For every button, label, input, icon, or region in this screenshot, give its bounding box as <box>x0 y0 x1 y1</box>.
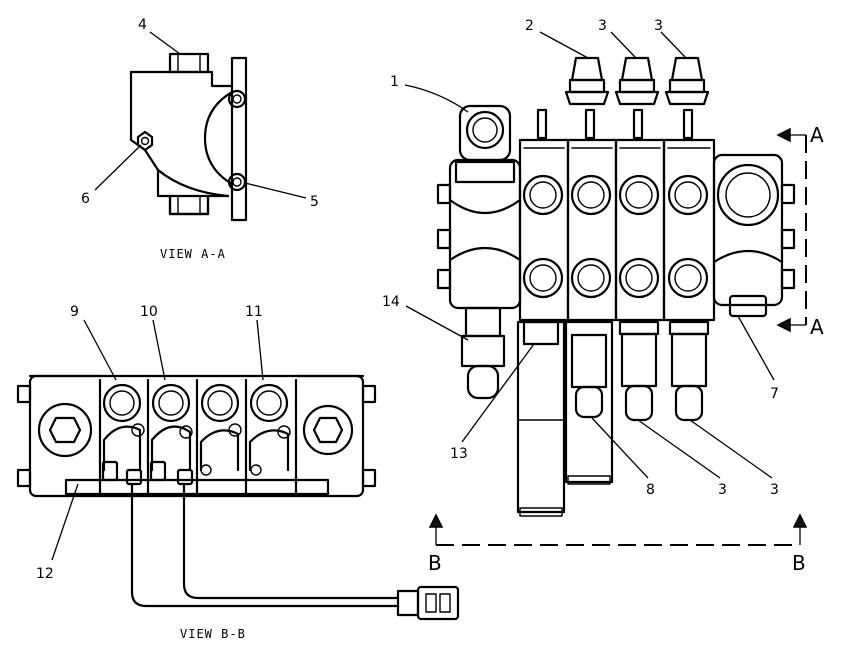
spool-stems <box>536 108 694 140</box>
callout-5: 5 <box>310 194 319 210</box>
callout-6: 6 <box>81 191 90 207</box>
callout-3-top-b: 3 <box>654 18 663 34</box>
section-a-line <box>776 127 807 333</box>
work-sections <box>518 138 716 322</box>
callout-11: 11 <box>245 304 263 320</box>
solenoid-13 <box>516 320 566 517</box>
inlet-cover <box>436 158 522 310</box>
view-bb-valve-body <box>16 374 377 498</box>
section-marker-a-top: A <box>810 123 824 147</box>
view-aa-leaders <box>94 31 307 199</box>
callout-3-top-a: 3 <box>598 18 607 34</box>
main-view-leaders <box>404 31 775 479</box>
callout-8: 8 <box>646 482 655 498</box>
callout-13: 13 <box>450 446 468 462</box>
callout-2: 2 <box>525 18 534 34</box>
relief-valve-cap <box>458 104 512 162</box>
section-marker-b-right: B <box>792 551 806 575</box>
callout-9: 9 <box>70 304 79 320</box>
outlet-cover <box>712 153 796 318</box>
callout-7: 7 <box>770 386 779 402</box>
view-bb-label: VIEW B-B <box>180 627 246 641</box>
section-marker-b-left: B <box>428 551 442 575</box>
callout-3-bottom-a: 3 <box>718 482 727 498</box>
bottom-fitting-14 <box>460 306 506 400</box>
top-fittings <box>564 56 710 106</box>
view-aa-bracket <box>129 52 248 222</box>
section-b-line <box>428 513 808 546</box>
callout-12: 12 <box>36 566 54 582</box>
callout-14: 14 <box>382 294 400 310</box>
callout-4: 4 <box>138 17 147 33</box>
bottom-fittings-3 <box>618 320 710 422</box>
solenoid-8 <box>564 320 614 485</box>
view-bb-leaders <box>51 319 264 561</box>
section-marker-a-bottom: A <box>810 315 824 339</box>
callout-3-bottom-b: 3 <box>770 482 779 498</box>
view-bb-wire-harness <box>130 482 460 621</box>
callout-10: 10 <box>140 304 158 320</box>
view-aa-label: VIEW A-A <box>160 247 226 261</box>
callout-1: 1 <box>390 74 399 90</box>
